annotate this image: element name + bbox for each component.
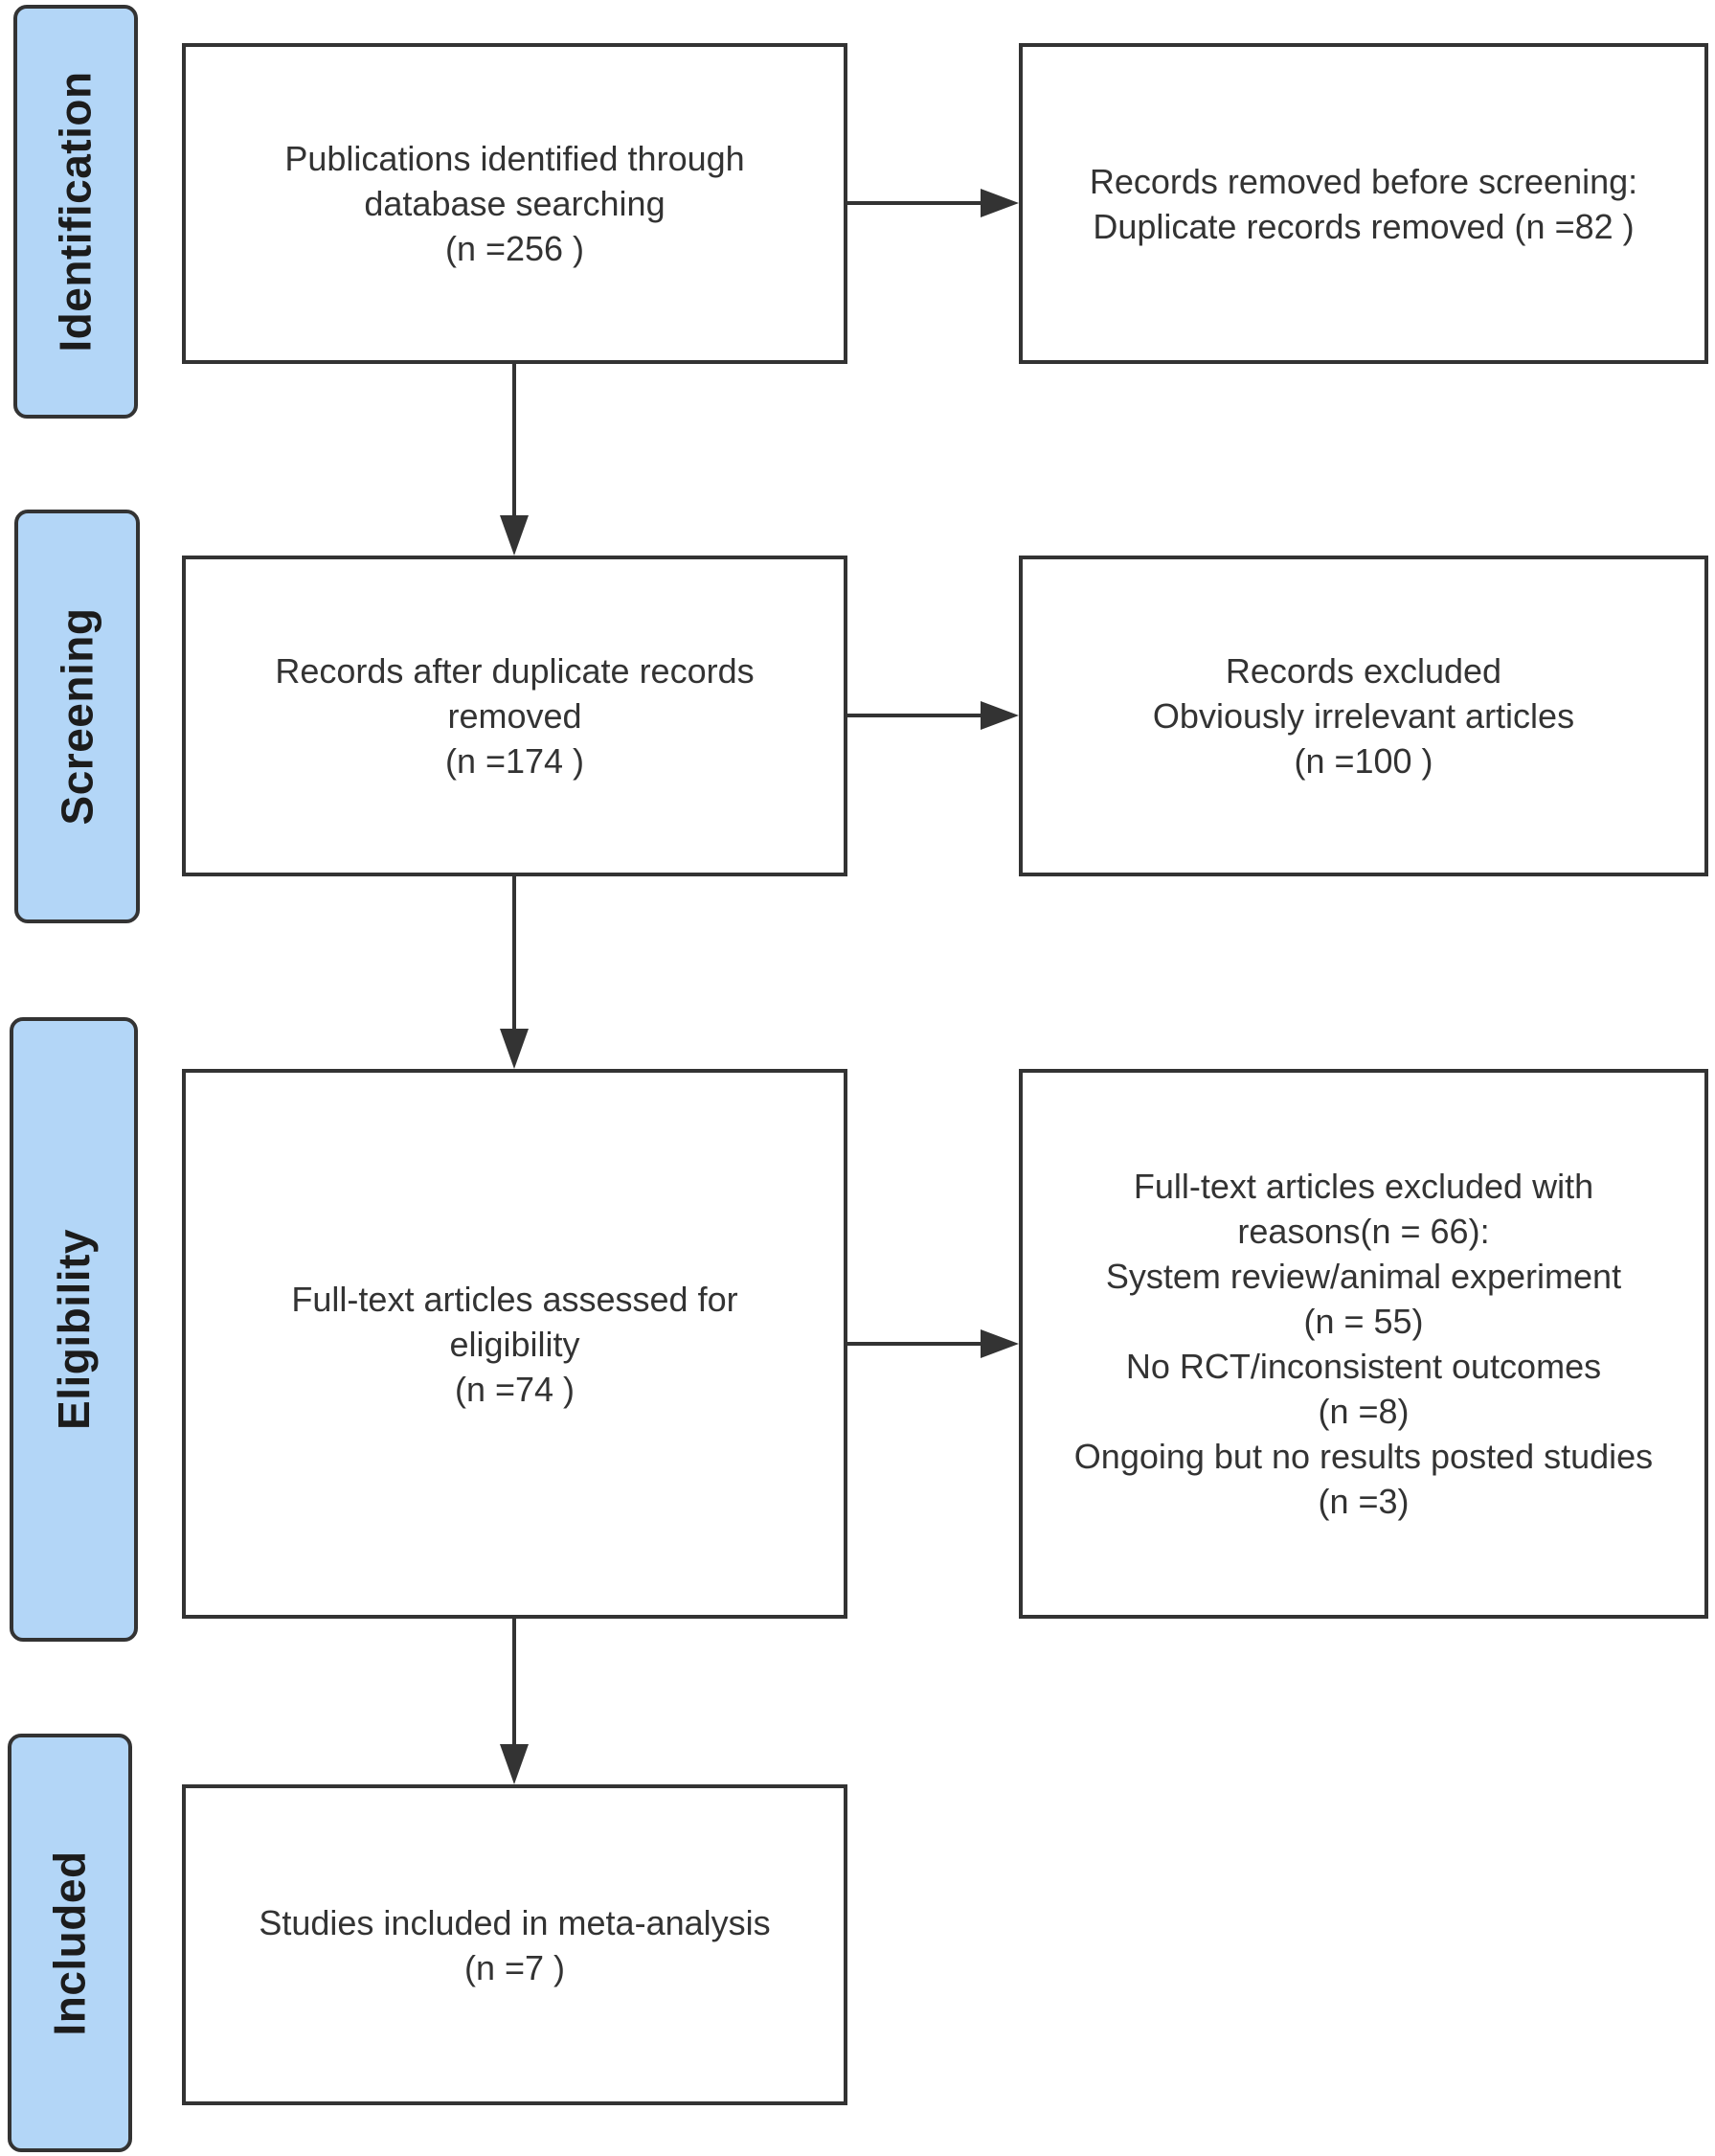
box-identified-line-1: Publications identified through [284,139,745,178]
arrow-to-fulltext-excluded [847,1329,1019,1358]
box-assessed-line-2: eligibility [449,1324,580,1364]
box-removed-line-2: Duplicate records removed (n =82 ) [1093,206,1635,246]
box-fulltext-excluded: Full-text articles excluded with reasons… [1019,1069,1708,1619]
box-assessed-line-1: Full-text articles assessed for [291,1279,738,1319]
box-identified-line-2: database searching [364,184,666,223]
arrow-eligibility-to-included [500,1619,529,1784]
box-removed-before-screening: Records removed before screening: Duplic… [1019,43,1708,364]
box-identified-count: (n =256 ) [444,229,585,268]
stage-eligibility: Eligibility [10,1017,138,1642]
stage-identification: Identification [13,5,138,419]
box-included-count: (n =7 ) [463,1947,566,1987]
box-fulltext-excluded-line-8: (n =3) [1318,1482,1410,1521]
box-excluded-count: (n =100 ) [1294,741,1433,781]
box-fulltext-assessed: Full-text articles assessed for eligibil… [182,1069,847,1619]
arrow-screening-to-eligibility [500,876,529,1069]
box-fulltext-excluded-line-6: (n =8) [1318,1392,1410,1431]
box-fulltext-excluded-line-2: reasons(n = 66): [1237,1212,1490,1251]
stage-included: Included [8,1734,132,2152]
box-included-line-1: Studies included in meta-analysis [259,1902,771,1942]
box-identified: Publications identified through database… [182,43,847,364]
box-records-excluded: Records excluded Obviously irrelevant ar… [1019,556,1708,876]
box-excluded-line-1: Records excluded [1225,651,1502,691]
box-fulltext-excluded-line-3: System review/animal experiment [1105,1257,1622,1296]
box-after-duplicates: Records after duplicate records removed … [182,556,847,876]
box-included: Studies included in meta-analysis (n =7 … [182,1784,847,2105]
box-fulltext-excluded-line-4: (n = 55) [1303,1302,1424,1341]
box-fulltext-excluded-line-7: Ongoing but no results posted studies [1073,1437,1654,1476]
box-after-duplicates-line-1: Records after duplicate records [275,651,755,691]
stage-screening: Screening [14,510,140,923]
box-assessed-count: (n =74 ) [454,1369,575,1409]
arrow-identified-to-screening [500,364,529,556]
box-fulltext-excluded-line-5: No RCT/inconsistent outcomes [1125,1347,1602,1386]
arrow-to-removed-before-screening [847,189,1019,217]
box-after-duplicates-line-2: removed [447,696,582,736]
arrow-to-records-excluded [847,701,1019,730]
box-after-duplicates-count: (n =174 ) [444,741,585,781]
box-excluded-line-2: Obviously irrelevant articles [1152,696,1575,736]
box-fulltext-excluded-line-1: Full-text articles excluded with [1133,1167,1594,1206]
box-removed-line-1: Records removed before screening: [1089,161,1638,201]
